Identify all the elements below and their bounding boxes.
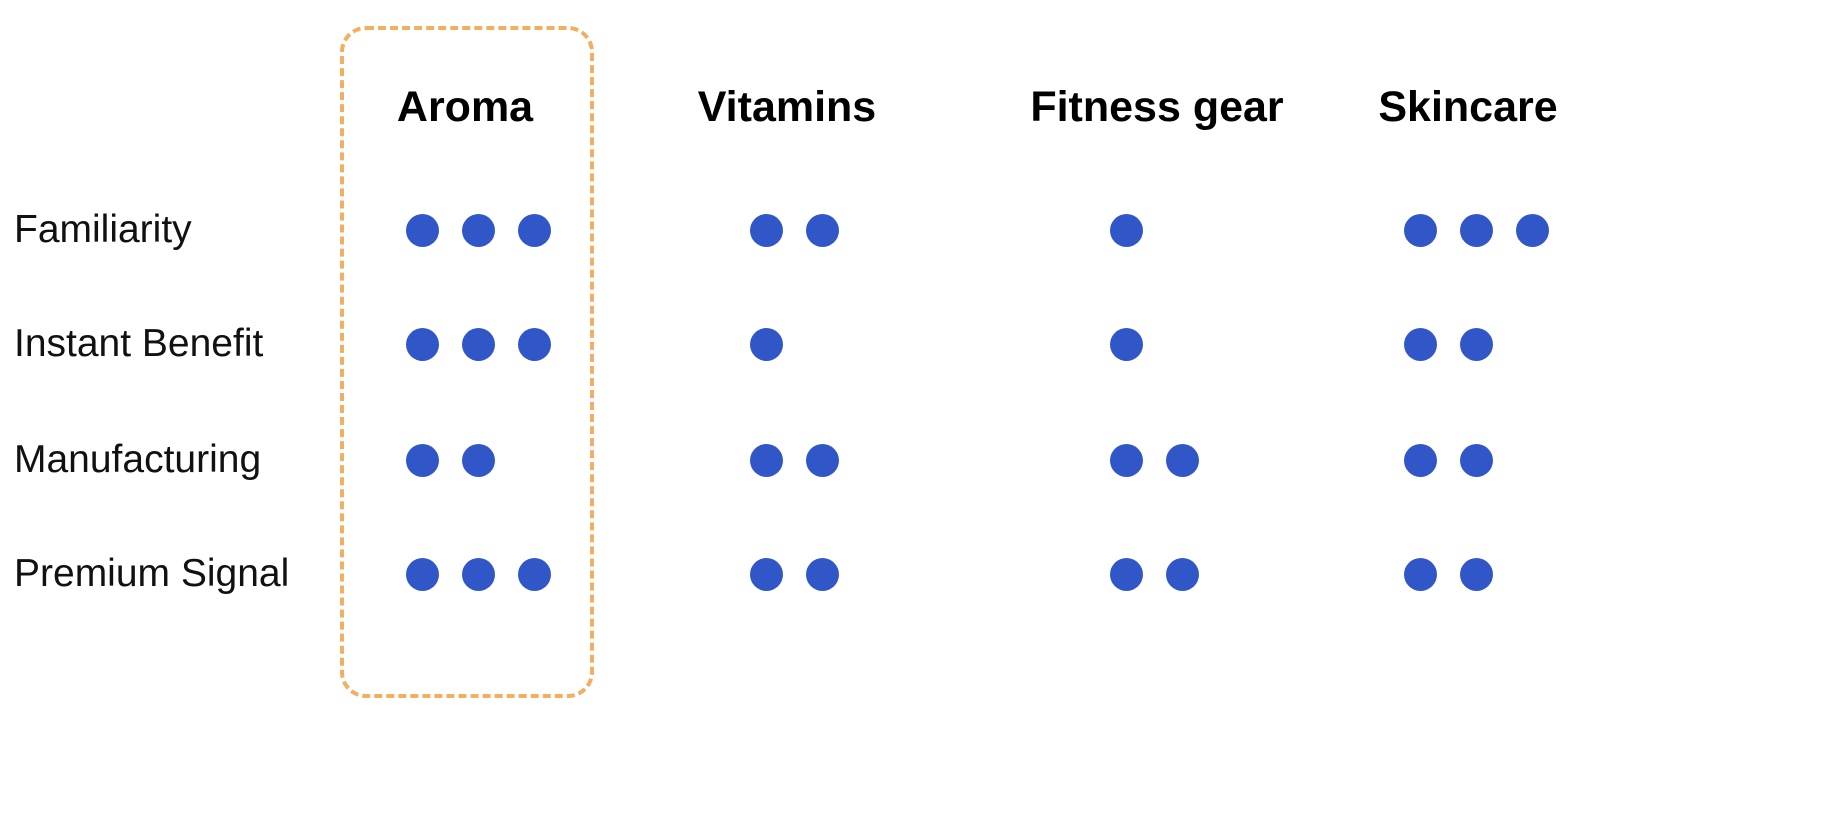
rating-cell-manufacturing-aroma	[406, 442, 495, 478]
rating-dot	[1516, 213, 1549, 247]
rating-cell-familiarity-fitness-gear	[1110, 212, 1143, 248]
rating-dot	[1404, 443, 1437, 477]
rating-dot	[1460, 213, 1493, 247]
rating-dot	[1404, 557, 1437, 591]
rating-dot	[806, 213, 839, 247]
rating-cell-instant-benefit-fitness-gear	[1110, 326, 1143, 362]
rating-dot	[750, 213, 783, 247]
rating-dot	[806, 443, 839, 477]
rating-dot	[750, 557, 783, 591]
column-header-fitness-gear: Fitness gear	[1030, 83, 1284, 131]
rating-dot	[1460, 443, 1493, 477]
rating-cell-instant-benefit-vitamins	[750, 326, 783, 362]
rating-cell-familiarity-skincare	[1404, 212, 1549, 248]
rating-dot	[1110, 327, 1143, 361]
rating-dot	[1110, 213, 1143, 247]
rating-dot	[462, 557, 495, 591]
rating-dot	[1404, 213, 1437, 247]
rating-dot	[1166, 557, 1199, 591]
rating-dot	[518, 213, 551, 247]
rating-dot	[518, 327, 551, 361]
rating-cell-instant-benefit-skincare	[1404, 326, 1493, 362]
rating-dot	[462, 327, 495, 361]
column-header-vitamins: Vitamins	[697, 83, 877, 131]
rating-dot	[1110, 443, 1143, 477]
rating-dot	[806, 557, 839, 591]
rating-dot	[406, 557, 439, 591]
rating-cell-familiarity-aroma	[406, 212, 551, 248]
rating-dot	[750, 443, 783, 477]
column-header-skincare: Skincare	[1378, 83, 1558, 131]
rating-dot	[406, 443, 439, 477]
rating-cell-manufacturing-vitamins	[750, 442, 839, 478]
rating-cell-premium-signal-fitness-gear	[1110, 556, 1199, 592]
rating-dot	[1166, 443, 1199, 477]
rating-dot	[750, 327, 783, 361]
rating-cell-premium-signal-skincare	[1404, 556, 1493, 592]
row-label-manufacturing: Manufacturing	[14, 438, 262, 481]
rating-dot	[462, 443, 495, 477]
rating-cell-premium-signal-aroma	[406, 556, 551, 592]
rating-dot	[1404, 327, 1437, 361]
row-label-familiarity: Familiarity	[14, 208, 192, 251]
row-label-instant-benefit: Instant Benefit	[14, 322, 264, 365]
rating-cell-familiarity-vitamins	[750, 212, 839, 248]
rating-dot	[406, 327, 439, 361]
rating-dot	[1460, 557, 1493, 591]
rating-dot	[406, 213, 439, 247]
rating-cell-instant-benefit-aroma	[406, 326, 551, 362]
rating-dot	[462, 213, 495, 247]
column-header-aroma: Aroma	[396, 83, 534, 131]
rating-dot	[518, 557, 551, 591]
rating-cell-manufacturing-fitness-gear	[1110, 442, 1199, 478]
rating-dot	[1110, 557, 1143, 591]
rating-cell-manufacturing-skincare	[1404, 442, 1493, 478]
rating-dot	[1460, 327, 1493, 361]
rating-cell-premium-signal-vitamins	[750, 556, 839, 592]
row-label-premium-signal: Premium Signal	[14, 552, 290, 595]
